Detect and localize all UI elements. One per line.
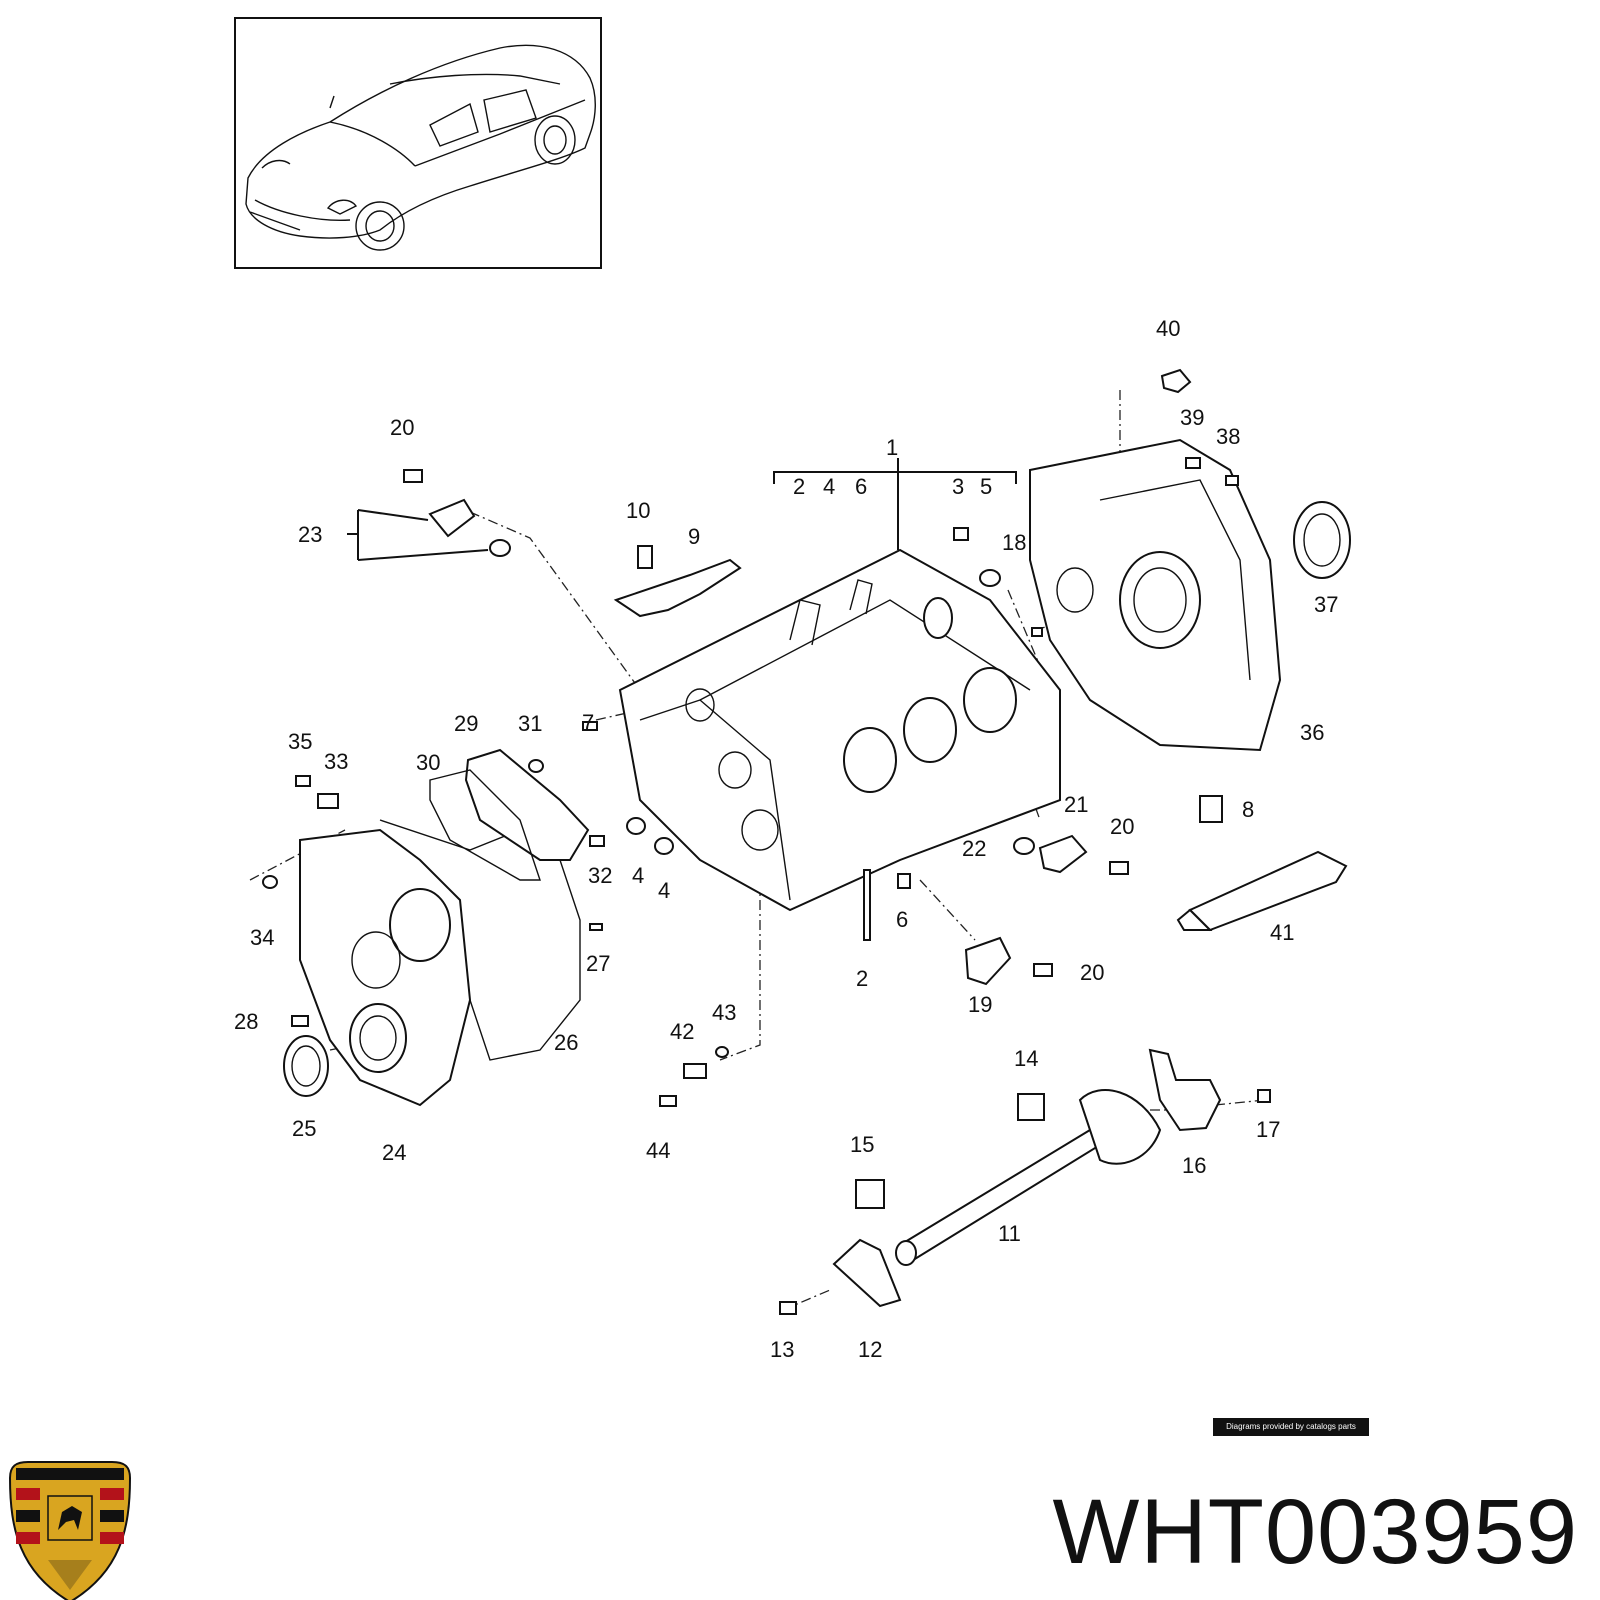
callout-24: 24	[382, 1140, 406, 1165]
callout-20a: 20	[390, 415, 414, 440]
callout-8: 8	[1242, 797, 1254, 822]
callout-10: 10	[626, 498, 650, 523]
callout-41: 41	[1270, 920, 1294, 945]
callout-38: 38	[1216, 424, 1240, 449]
oil-cover	[429, 748, 590, 881]
callout-1: 1	[886, 435, 898, 460]
callout-19: 19	[968, 992, 992, 1017]
callout-2: 2	[793, 474, 805, 499]
callout-40: 40	[1156, 316, 1180, 341]
callout-39: 39	[1180, 405, 1204, 430]
callout-16: 16	[1182, 1153, 1206, 1178]
callout-23: 23	[298, 522, 322, 547]
callout-2b: 2	[856, 966, 868, 991]
group-bracket-23	[347, 509, 489, 561]
callout-34: 34	[250, 925, 274, 950]
callout-13: 13	[770, 1337, 794, 1362]
callout-17: 17	[1256, 1117, 1280, 1142]
callout-5: 5	[980, 474, 992, 499]
callout-15: 15	[850, 1132, 874, 1157]
callout-44: 44	[646, 1138, 670, 1163]
callout-6: 6	[855, 474, 867, 499]
callout-labels: 1 2 4 6 3 5 40 39 38 20 23 10 9 18 37 36…	[234, 316, 1338, 1362]
callout-3: 3	[952, 474, 964, 499]
vehicle-thumbnail	[234, 17, 602, 269]
callout-4: 4	[823, 474, 835, 499]
callout-42: 42	[670, 1019, 694, 1044]
callout-30: 30	[416, 750, 440, 775]
engine-block	[618, 548, 1061, 912]
callout-4c: 4	[658, 878, 670, 903]
balance-shaft	[895, 1089, 1162, 1266]
callout-22: 22	[962, 836, 986, 861]
callout-25: 25	[292, 1116, 316, 1141]
callout-33: 33	[324, 749, 348, 774]
callout-28: 28	[234, 1009, 258, 1034]
porsche-crest-logo	[8, 1461, 132, 1600]
callout-14: 14	[1014, 1046, 1038, 1071]
callout-31: 31	[518, 711, 542, 736]
small-parts	[262, 368, 1351, 1315]
timing-cover	[299, 819, 581, 1107]
callout-9: 9	[688, 524, 700, 549]
callout-11: 11	[998, 1221, 1021, 1246]
part-number: WHT003959	[1052, 1481, 1578, 1583]
callout-12: 12	[858, 1337, 882, 1362]
callout-37: 37	[1314, 592, 1338, 617]
callout-36: 36	[1300, 720, 1324, 745]
rear-cover-plate	[1029, 438, 1282, 752]
callout-32: 32	[588, 863, 612, 888]
callout-27: 27	[586, 951, 610, 976]
group-bracket-1	[773, 458, 1017, 550]
callout-4b: 4	[632, 863, 644, 888]
credit-badge: Diagrams provided by catalogs parts	[1213, 1418, 1369, 1436]
callout-7: 7	[582, 710, 594, 735]
callout-6b: 6	[896, 907, 908, 932]
callout-26: 26	[554, 1030, 578, 1055]
callout-20c: 20	[1080, 960, 1104, 985]
callout-43: 43	[712, 1000, 736, 1025]
callout-35: 35	[288, 729, 312, 754]
callout-20b: 20	[1110, 814, 1134, 839]
callout-29: 29	[454, 711, 478, 736]
callout-21: 21	[1064, 792, 1088, 817]
callout-18: 18	[1002, 530, 1026, 555]
